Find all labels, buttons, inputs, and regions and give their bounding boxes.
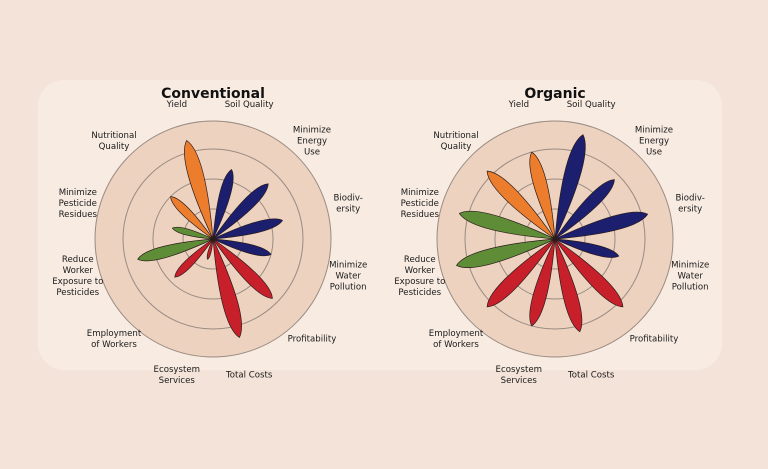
chart-title: Organic bbox=[524, 86, 585, 102]
category-label: Total Costs bbox=[567, 371, 615, 381]
petal-employment-of-workers bbox=[486, 238, 556, 308]
petal-minimize-pesticide-residues bbox=[458, 210, 556, 240]
grid-ring bbox=[122, 148, 304, 330]
petal-nutritional-quality bbox=[170, 196, 214, 240]
category-label: Profitability bbox=[288, 334, 337, 344]
grid-ring bbox=[524, 208, 586, 270]
petal-ecosystem-services bbox=[206, 238, 214, 260]
petal-biodiversity bbox=[212, 218, 284, 240]
petal-minimize-water-pollution bbox=[554, 238, 620, 258]
petal-reduce-worker-exposure-to-pesticides bbox=[455, 238, 556, 268]
category-label: Total Costs bbox=[225, 371, 273, 381]
category-label: Yield bbox=[508, 100, 529, 110]
petal-minimize-energy-use bbox=[554, 179, 615, 240]
petal-minimize-pesticide-residues bbox=[171, 226, 214, 240]
petal-profitability bbox=[554, 238, 624, 308]
grid-ring bbox=[182, 208, 244, 270]
petal-nutritional-quality bbox=[486, 170, 556, 240]
petal-soil-quality bbox=[212, 168, 234, 240]
category-label: Profitability bbox=[630, 334, 679, 344]
category-label: Soil Quality bbox=[567, 100, 616, 110]
category-label: Soil Quality bbox=[225, 100, 274, 110]
petal-profitability bbox=[212, 238, 273, 299]
grid-ring bbox=[464, 148, 646, 330]
petal-minimize-energy-use bbox=[212, 183, 269, 240]
category-label: Biodiv-ersity bbox=[676, 194, 705, 215]
petal-ecosystem-services bbox=[529, 238, 556, 327]
petal-total-costs bbox=[212, 238, 242, 339]
petal-soil-quality bbox=[554, 134, 586, 240]
category-label: Yield bbox=[166, 100, 187, 110]
petal-reduce-worker-exposure-to-pesticides bbox=[137, 238, 214, 262]
grid-ring bbox=[152, 178, 274, 300]
grid-ring bbox=[494, 178, 616, 300]
petal-biodiversity bbox=[554, 211, 649, 240]
chart-title: Conventional bbox=[161, 86, 265, 102]
petal-yield bbox=[529, 151, 556, 240]
category-label: Biodiv-ersity bbox=[334, 194, 363, 215]
petal-employment-of-workers bbox=[174, 238, 214, 278]
petal-minimize-water-pollution bbox=[212, 238, 272, 257]
petal-yield bbox=[184, 139, 214, 240]
petal-total-costs bbox=[554, 238, 583, 333]
